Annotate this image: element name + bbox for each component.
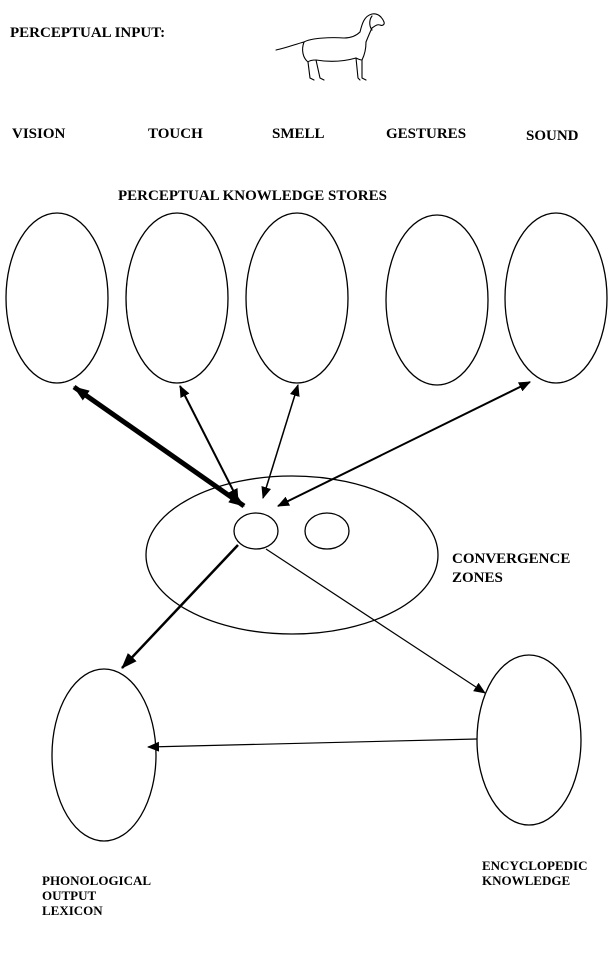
encyclopedic-label-line-1: ENCYCLOPEDIC: [482, 858, 587, 873]
stores-title: PERCEPTUAL KNOWLEDGE STORES: [118, 188, 387, 204]
touch-store: [125, 212, 229, 384]
phonological-label-line-3: LEXICON: [42, 903, 103, 918]
smell-store: [245, 212, 349, 384]
modality-gestures: GESTURES: [386, 126, 466, 142]
perceptual-input-label: PERCEPTUAL INPUT:: [10, 25, 165, 41]
convergence-zones-label: CONVERGENCE ZONES: [452, 551, 574, 586]
sound-store: [504, 212, 608, 384]
arrow-encyclopedic-to-phonological: [147, 738, 478, 752]
convergence-label-line-1: CONVERGENCE: [452, 551, 570, 567]
phonological-output-lexicon-ellipse: [51, 668, 157, 842]
encyclopedic-knowledge-label: ENCYCLOPEDIC KNOWLEDGE: [482, 858, 591, 888]
phonological-output-lexicon-label: PHONOLOGICAL OUTPUT LEXICON: [42, 873, 154, 918]
arrow-smell-convergence: [261, 384, 300, 499]
gestures-store: [385, 214, 489, 386]
arrow-sound-convergence: [277, 381, 531, 507]
convergence-zone-node-2: [304, 512, 350, 550]
modality-sound: SOUND: [526, 128, 579, 144]
vision-store: [5, 212, 109, 384]
modality-smell: SMELL: [272, 126, 325, 142]
convergence-zone-node-1: [233, 512, 279, 550]
convergence-label-line-2: ZONES: [452, 570, 503, 586]
modality-touch: TOUCH: [148, 126, 203, 142]
arrow-touch-convergence: [179, 385, 239, 501]
phonological-label-line-2: OUTPUT: [42, 888, 97, 903]
modality-vision: VISION: [12, 126, 66, 142]
encyclopedic-knowledge-ellipse: [476, 654, 582, 826]
arrow-convergence-to-phonological: [121, 544, 239, 669]
arrow-vision-convergence: [72, 384, 246, 509]
phonological-label-line-1: PHONOLOGICAL: [42, 873, 151, 888]
encyclopedic-label-line-2: KNOWLEDGE: [482, 873, 570, 888]
dog-icon: [275, 13, 385, 81]
arrow-convergence-to-encyclopedic: [265, 548, 486, 694]
